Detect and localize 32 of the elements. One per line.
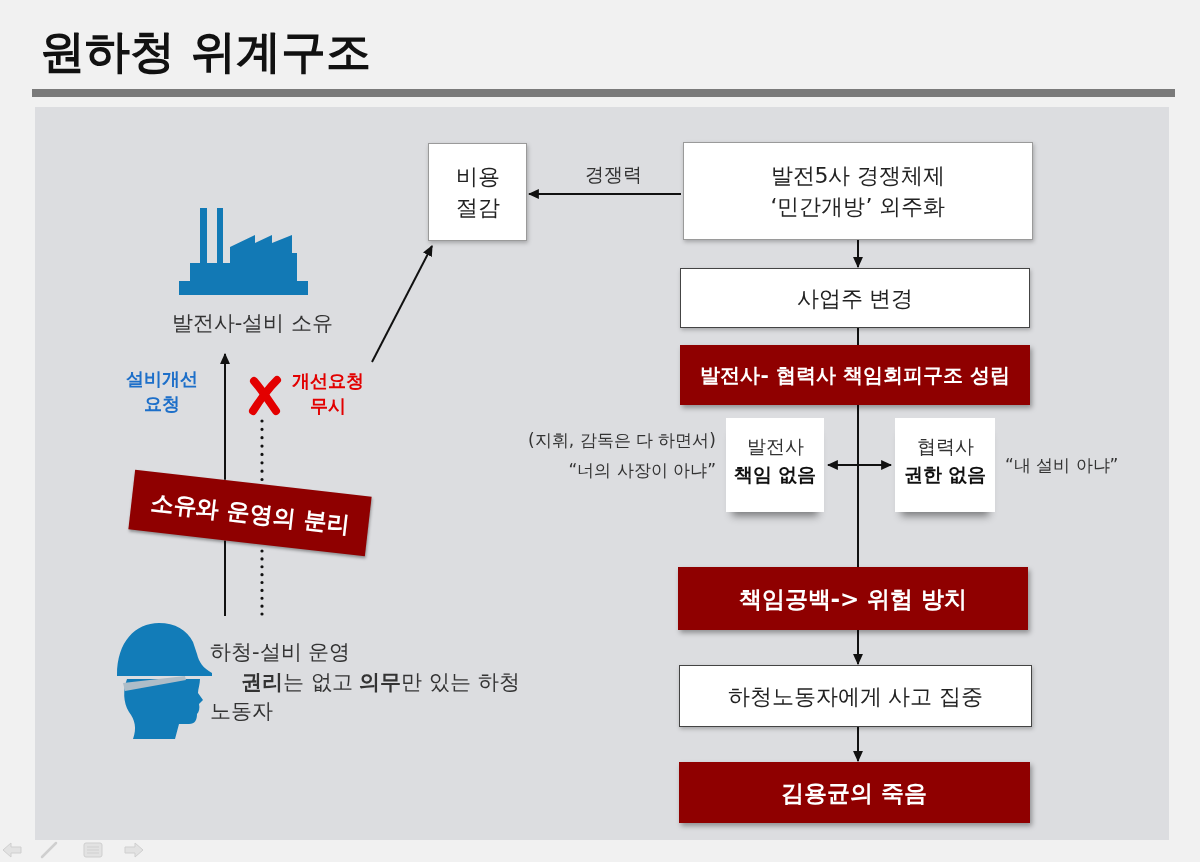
dotted-line xyxy=(260,419,264,482)
quote-text: “너의 사장이 아냐” xyxy=(568,459,716,482)
connector-line xyxy=(224,539,226,617)
caption-text: 발전사-설비 소유 xyxy=(170,310,335,337)
card-text: 책임 없음 xyxy=(732,462,818,487)
process-box: 비용 절감 xyxy=(428,143,527,241)
arrow xyxy=(853,629,863,666)
process-box: 발전5사 경쟁체제 ‘민간개방’ 외주화 xyxy=(683,142,1033,240)
arrow xyxy=(371,245,433,363)
card-text: 협력사 xyxy=(915,434,975,459)
quote-text: “내 설비 아냐” xyxy=(1005,454,1119,477)
card-text: 발전사 xyxy=(745,434,805,459)
dotted-line xyxy=(260,549,264,616)
card-text: 권한 없음 xyxy=(902,462,988,487)
caption-text: 권리는 없고 의무만 있는 하청 노동자 xyxy=(210,669,521,725)
double-arrow xyxy=(826,460,893,470)
arrow xyxy=(853,239,863,269)
arrow xyxy=(853,726,863,763)
process-box: 하청노동자에게 사고 집중 xyxy=(679,665,1032,727)
arrow xyxy=(220,352,230,481)
process-box: 사업주 변경 xyxy=(680,268,1030,328)
caption-text: 하청-설비 운영 xyxy=(210,639,351,666)
connector-line xyxy=(857,404,859,568)
banner: 김용균의 죽음 xyxy=(679,762,1030,823)
banner: 발전사- 협력사 책임회피구조 성립 xyxy=(680,345,1030,405)
connector-line xyxy=(857,327,859,346)
quote-text: (지휘, 감독은 다 하면서) xyxy=(528,429,716,452)
arrow xyxy=(527,189,682,199)
banner: 책임공백-> 위험 방치 xyxy=(678,567,1028,630)
note-text: 개선요청 무시 xyxy=(286,364,370,422)
cross-icon xyxy=(247,375,283,417)
title: 원하청 위계구조 xyxy=(40,24,371,80)
